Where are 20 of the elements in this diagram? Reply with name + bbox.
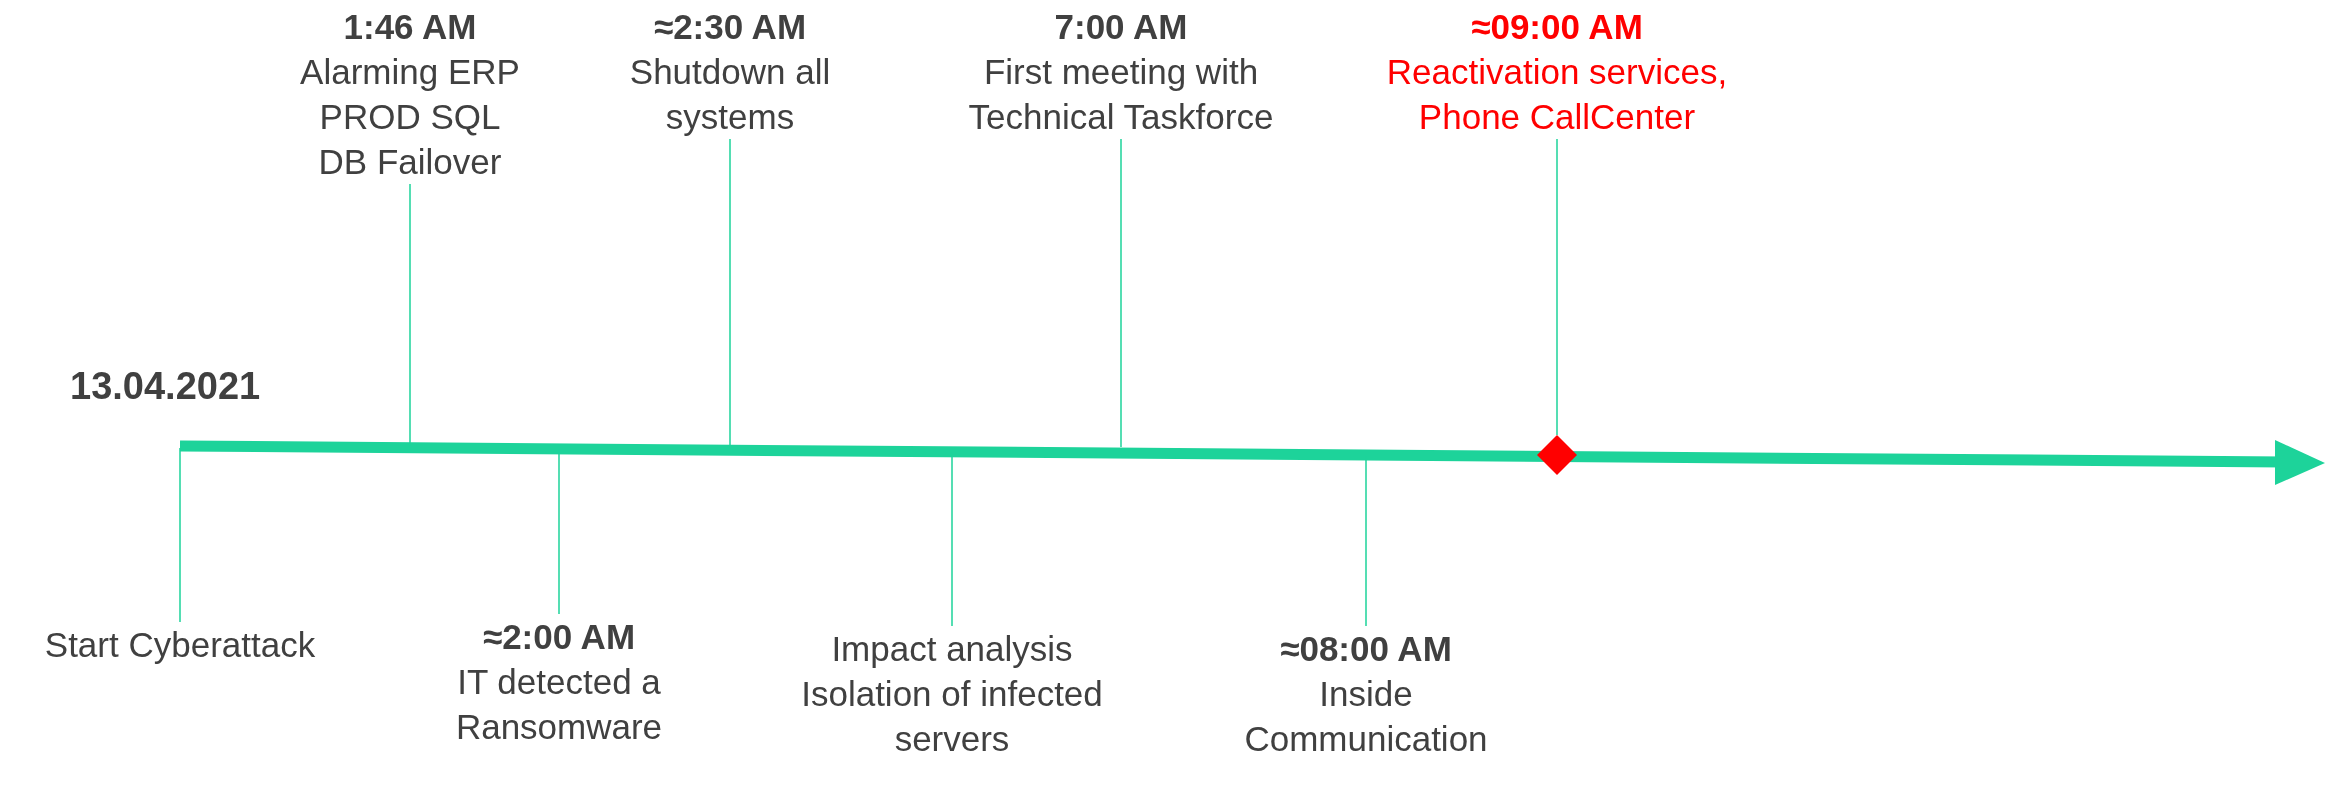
event-text: Inside Communication xyxy=(1243,673,1489,760)
event-text: Alarming ERP PROD SQL DB Failover xyxy=(299,51,521,183)
leader-line xyxy=(179,447,181,623)
event-text: Reactivation services, Phone CallCenter xyxy=(1385,51,1729,138)
event-text: Impact analysis Isolation of infected servers xyxy=(800,628,1104,760)
leader-line xyxy=(1556,138,1558,436)
time-label: ≈2:30 AM xyxy=(652,6,808,48)
diamond-marker xyxy=(1537,435,1577,475)
leader-line xyxy=(729,138,731,447)
date-label: 13.04.2021 xyxy=(70,365,261,408)
time-label: 1:46 AM xyxy=(342,6,478,48)
time-label: 7:00 AM xyxy=(1053,6,1189,48)
event-text: Start Cyberattack xyxy=(43,624,317,666)
event-text: Shutdown all systems xyxy=(628,51,832,138)
time-label: ≈09:00 AM xyxy=(1470,6,1644,48)
leader-line xyxy=(1120,138,1122,448)
event-text: First meeting with Technical Taskforce xyxy=(967,51,1275,138)
time-label: ≈08:00 AM xyxy=(1279,628,1453,670)
time-label: ≈2:00 AM xyxy=(481,616,637,658)
event-text: IT detected a Ransomware xyxy=(454,661,664,748)
